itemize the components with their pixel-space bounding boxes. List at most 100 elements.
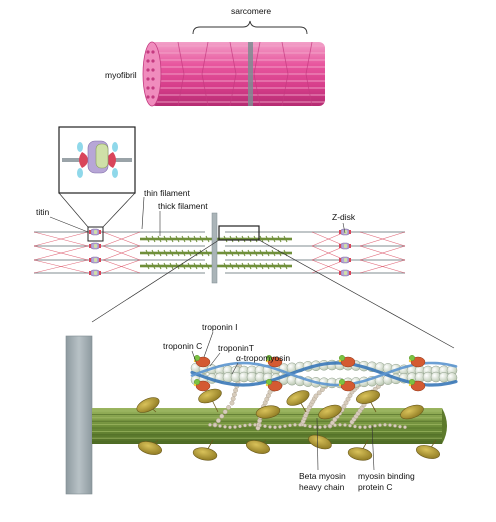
myosin-head-mark [145, 262, 150, 270]
myofibril-fibril-end [146, 86, 150, 90]
mybpc-bead [226, 404, 232, 410]
myosin-head-mark [169, 235, 174, 243]
thin-filament-leader [141, 196, 145, 230]
mybpc-bead [348, 423, 352, 428]
z-disk-protein-core [344, 244, 347, 248]
myosin-head [318, 404, 342, 420]
z-disk-protein-core [94, 258, 97, 262]
troponin-complexes [193, 355, 426, 392]
myofibril-band-line [305, 42, 313, 106]
z-disk-protein-cap [339, 230, 341, 234]
myosin-head [286, 390, 310, 406]
mybpc-label-line1: myosin binding [358, 471, 415, 481]
titin-strand [102, 231, 141, 247]
z-disk-protein-cap [349, 244, 351, 248]
mybpc-bead [347, 393, 353, 398]
z-disk-leader [342, 222, 346, 234]
myosin-head-mark [175, 235, 180, 243]
myosin-head-mark [151, 249, 156, 257]
z-band-stripe [248, 42, 253, 106]
mybpc-bead [268, 425, 272, 429]
calcium-ion [265, 359, 269, 363]
mybpc-label-line2: protein C [358, 482, 393, 492]
myofibril-fibril-end [146, 68, 150, 72]
myosin-head-mark [247, 235, 252, 243]
mybpc-bead [293, 423, 297, 427]
myosin-head-mark [259, 235, 264, 243]
calcium-ion [265, 383, 269, 387]
z-disk-protein-core [344, 258, 347, 262]
z-disk-block [65, 335, 93, 495]
troponin-t-label: troponinT [218, 343, 254, 353]
myofibril-cylinder [142, 41, 325, 107]
calcium-ion [193, 383, 197, 387]
mybpc-bead [313, 425, 317, 429]
calcium-ion [338, 383, 342, 387]
myosin-head-mark [205, 262, 210, 270]
mybpc-bead [208, 423, 212, 427]
mybpc-bead [231, 392, 237, 397]
myosin-head-mark [175, 249, 180, 257]
myosin-head-mark [235, 235, 240, 243]
z-disk-protein-cap [99, 271, 101, 275]
troponin-c-lobe [266, 379, 273, 386]
troponin-c-lobe [339, 355, 346, 362]
mybpc-bead [338, 423, 342, 427]
myosin-head-mark [265, 235, 270, 243]
z-disk-protein-cap [99, 258, 101, 262]
myosin-head-mark [193, 235, 198, 243]
myosin-head-mark [229, 235, 234, 243]
mybpc-bead [238, 424, 242, 429]
myosin-head-mark [169, 249, 174, 257]
mybpc-bead [343, 400, 349, 406]
myosin-head-mark [163, 235, 168, 243]
myosin-head-mark [205, 249, 210, 257]
troponin-c-leader [191, 350, 197, 363]
z-disk-protein-core [344, 271, 347, 275]
myosin-head-mark [229, 262, 234, 270]
z-disk-protein-core [94, 230, 97, 234]
myofibril-fibril-end [146, 59, 150, 63]
titin-strand [359, 245, 406, 261]
troponin-i-label: troponin I [202, 322, 237, 332]
myofibril-fibril-end [146, 50, 150, 54]
thick-filament-label: thick filament [158, 201, 208, 211]
myosin-head-mark [241, 249, 246, 257]
z-disk-protein-cap [349, 230, 351, 234]
myosin-head [192, 447, 218, 461]
calcium-ion [408, 383, 412, 387]
mybpc-bead [388, 423, 392, 427]
troponin-c-lobe [409, 379, 416, 386]
titin-strand [359, 259, 406, 274]
myofibril-fibril-end [151, 59, 155, 63]
troponin-c-lobe [193, 379, 200, 386]
z-disk-protein-cap [339, 271, 341, 275]
z-disk-protein-core [94, 271, 97, 275]
myosin-heads [136, 388, 440, 461]
thin-filament-detail [190, 359, 458, 389]
mybpc-bead [233, 425, 237, 429]
titin-strand [311, 259, 346, 274]
mybpc-bead [332, 417, 338, 422]
mybpc-bead [278, 425, 282, 429]
z-disk-protein-cap [349, 271, 351, 275]
mybpc-bead [373, 424, 377, 428]
troponin-c-lobe [266, 355, 273, 362]
myosin-head [356, 390, 380, 404]
myosin-head-mark [181, 249, 186, 257]
myosin-head-mark [151, 235, 156, 243]
myosin-head-mark [283, 262, 288, 270]
mybpc-bead [243, 423, 247, 428]
mybpc-leader [371, 425, 375, 471]
myosin-head [400, 404, 424, 420]
myosin-head-mark [259, 249, 264, 257]
titin-strand [33, 231, 89, 247]
myosin-head-mark [253, 262, 258, 270]
mybpc-bead [383, 423, 387, 427]
myosin-head-mark [283, 235, 288, 243]
mybpc-bead [298, 423, 302, 427]
myosin-head-mark [223, 249, 228, 257]
myosin-head-mark [163, 262, 168, 270]
myosin-head-mark [199, 249, 204, 257]
mybpc-bead [223, 425, 227, 429]
